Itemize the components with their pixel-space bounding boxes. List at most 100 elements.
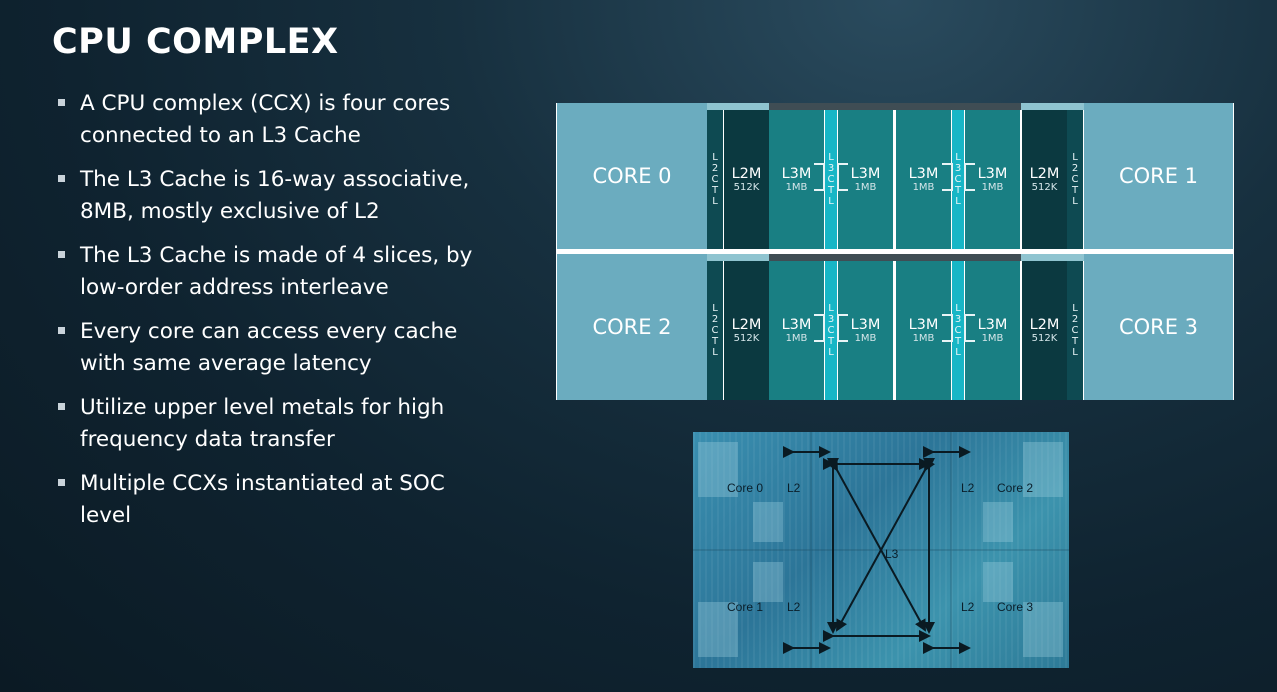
die-label-l2: L2 (787, 481, 801, 495)
l2ctl-label: L 2 C T L (1071, 303, 1079, 358)
l3m-size: 1MB (912, 332, 935, 344)
die-label-l2: L2 (961, 600, 975, 614)
l3ctl-label: L 3 C T L (954, 152, 962, 207)
l3m-size: 1MB (785, 181, 808, 193)
l3m-name: L3M (781, 316, 812, 333)
l3m-size: 1MB (854, 181, 877, 193)
bracket-icon (837, 163, 848, 191)
metal-bar (707, 103, 769, 110)
metal-bar (707, 254, 769, 261)
l2-ctl-block: L 2 C T L (707, 110, 723, 249)
l2m-size: 512K (1031, 181, 1058, 193)
core-label: CORE 1 (1118, 164, 1199, 188)
metal-bar (769, 103, 1021, 110)
bullet-square-icon (58, 403, 65, 410)
bullet-square-icon (58, 327, 65, 334)
bullet-item: The L3 Cache is 16-way associative, 8MB,… (58, 164, 488, 228)
bullet-square-icon (58, 251, 65, 258)
l3m-name: L3M (908, 165, 939, 182)
core-label: CORE 3 (1118, 315, 1199, 339)
l3m-name: L3M (781, 165, 812, 182)
l2m-size: 512K (733, 181, 760, 193)
bullet-text: The L3 Cache is made of 4 slices, by low… (80, 243, 473, 300)
l3-ctl-block: L 3 C T L (952, 110, 964, 249)
l3ctl-label: L 3 C T L (827, 152, 835, 207)
die-label-core0: Core 0 (727, 481, 764, 495)
bullet-square-icon (58, 99, 65, 106)
slide-title: CPU COMPLEX (52, 22, 339, 62)
l2ctl-label: L 2 C T L (711, 152, 719, 207)
bracket-icon (837, 314, 848, 342)
l3m-size: 1MB (981, 332, 1004, 344)
bullet-item: Multiple CCXs instantiated at SOC level (58, 468, 488, 532)
bullet-item: The L3 Cache is made of 4 slices, by low… (58, 240, 488, 304)
bracket-icon (942, 314, 953, 342)
l3m-name: L3M (977, 316, 1008, 333)
die-label-core3: Core 3 (997, 600, 1034, 614)
die-label-l3: L3 (885, 547, 899, 561)
l3m-size: 1MB (912, 181, 935, 193)
core-1: CORE 1 (1084, 103, 1233, 249)
bullet-square-icon (58, 175, 65, 182)
metal-bar (769, 254, 1021, 261)
l2-ctl-block: L 2 C T L (1067, 261, 1083, 400)
bullet-item: Utilize upper level metals for high freq… (58, 392, 488, 456)
bullet-square-icon (58, 479, 65, 486)
l3ctl-label: L 3 C T L (827, 303, 835, 358)
bracket-icon (814, 314, 825, 342)
die-label-l2: L2 (961, 481, 975, 495)
l3ctl-label: L 3 C T L (954, 303, 962, 358)
core-label: CORE 0 (592, 164, 672, 188)
l2m-name: L2M (731, 316, 762, 333)
die-label-core2: Core 2 (997, 481, 1034, 495)
bullet-text: Utilize upper level metals for high freq… (80, 395, 445, 452)
die-label-l2: L2 (787, 600, 801, 614)
l3m-size: 1MB (981, 181, 1004, 193)
l3m-name: L3M (977, 165, 1008, 182)
l2m-size: 512K (1031, 332, 1058, 344)
die-photo-overlay (693, 432, 1069, 668)
die-label-core1: Core 1 (727, 600, 764, 614)
bullet-list: A CPU complex (CCX) is four cores connec… (58, 88, 488, 544)
metal-bar (1021, 103, 1084, 110)
core-2: CORE 2 (557, 254, 707, 400)
bullet-text: The L3 Cache is 16-way associative, 8MB,… (80, 167, 470, 224)
l2m-name: L2M (1029, 316, 1060, 333)
l2ctl-label: L 2 C T L (1071, 152, 1079, 207)
l3m-size: 1MB (785, 332, 808, 344)
l2-ctl-block: L 2 C T L (707, 261, 723, 400)
bullet-text: Every core can access every cache with s… (80, 319, 458, 376)
l2ctl-label: L 2 C T L (711, 303, 719, 358)
core-0: CORE 0 (557, 103, 707, 249)
bracket-icon (814, 163, 825, 191)
l3-ctl-block: L 3 C T L (825, 261, 837, 400)
l3m-name: L3M (850, 316, 881, 333)
bullet-item: Every core can access every cache with s… (58, 316, 488, 380)
l2m-size: 512K (733, 332, 760, 344)
core-3: CORE 3 (1084, 254, 1233, 400)
bullet-text: Multiple CCXs instantiated at SOC level (80, 471, 445, 528)
bracket-icon (964, 163, 975, 191)
l2m-name: L2M (731, 165, 762, 182)
core-label: CORE 2 (592, 315, 672, 339)
l3m-size: 1MB (854, 332, 877, 344)
bracket-icon (942, 163, 953, 191)
l2m-name: L2M (1029, 165, 1060, 182)
l3m-name: L3M (850, 165, 881, 182)
l3m-name: L3M (908, 316, 939, 333)
bullet-item: A CPU complex (CCX) is four cores connec… (58, 88, 488, 152)
l3-ctl-block: L 3 C T L (952, 261, 964, 400)
